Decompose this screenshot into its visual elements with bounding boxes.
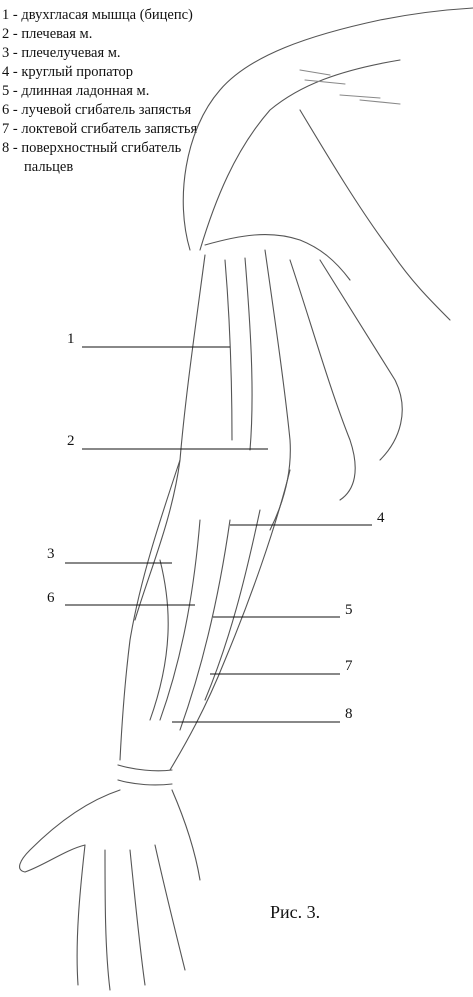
forearm-muscle-line [205,510,260,700]
forearm-muscle-line [150,560,168,720]
callout-number-8: 8 [345,706,353,723]
finger-outline [130,850,145,985]
wrist-band [118,780,172,785]
finger-outline [155,845,185,970]
upper-arm-inner-contour [265,250,290,530]
chest-edge [300,110,450,320]
callout-number-7: 7 [345,658,353,675]
hand-outline [172,790,200,880]
callout-number-1: 1 [67,331,75,348]
callout-number-6: 6 [47,590,55,607]
upper-arm-outer-contour [135,255,205,620]
torso-contour [290,260,355,500]
torso-contour [320,260,402,460]
callout-number-2: 2 [67,433,75,450]
forearm-muscle-line [160,520,200,720]
callout-number-5: 5 [345,602,353,619]
wrist-band [118,765,172,771]
finger-outline [105,850,110,990]
callout-number-4: 4 [377,510,385,527]
callout-number-3: 3 [47,546,55,563]
biceps-line [225,260,232,440]
forearm-muscle-line [180,520,230,730]
figure-caption: Рис. 3. [270,902,320,923]
biceps-line [245,258,252,450]
shoulder-outline [183,8,473,250]
shading-stroke [300,70,400,104]
forearm-inner-contour [170,470,290,770]
finger-outline [77,845,85,985]
